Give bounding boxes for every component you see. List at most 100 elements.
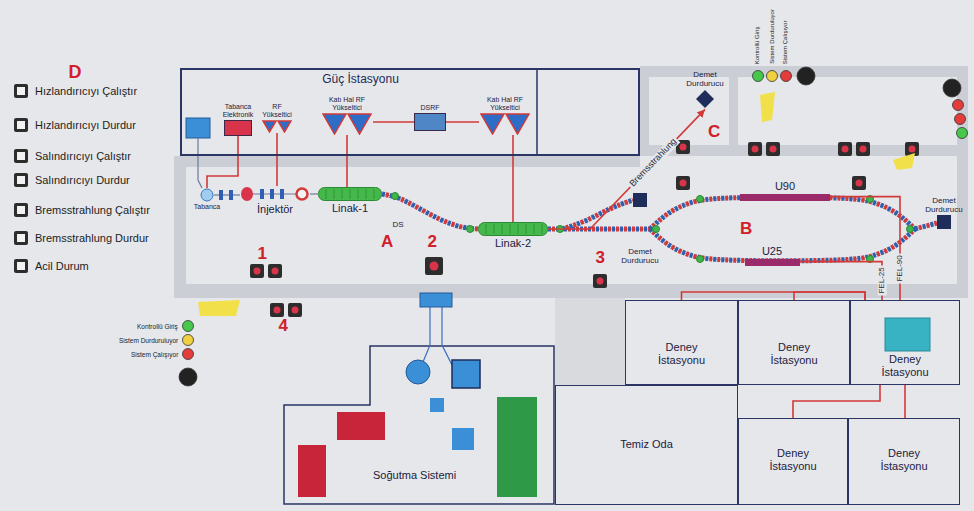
sticky-note — [893, 153, 915, 170]
connector — [793, 385, 880, 418]
edge-label: FEL-25 — [878, 266, 887, 296]
connector — [446, 121, 479, 123]
linac-cell — [350, 189, 351, 199]
pump-unit — [452, 360, 480, 388]
quadrupole — [467, 226, 474, 233]
node-text: RF Yükseltici — [257, 103, 297, 119]
station-partition — [536, 69, 538, 155]
push-button — [766, 142, 780, 156]
beam-magnet — [229, 190, 233, 200]
node-text: Linak-2 — [495, 237, 531, 250]
callout-number: 2 — [428, 232, 437, 252]
hall-wall — [174, 156, 186, 298]
node-text: Güç İstasyonu — [182, 73, 539, 87]
push-button — [748, 142, 762, 156]
dump-symbol — [937, 215, 951, 229]
dump-square — [633, 193, 647, 207]
signal-lamp — [943, 79, 961, 97]
button-label: Bremsstrahlung Durdur — [35, 232, 149, 245]
push-button-face — [17, 152, 25, 160]
beam-magnets — [915, 223, 937, 229]
beam-dump: Demet Durdurucu — [920, 196, 968, 229]
node-text: Tabanca — [194, 203, 220, 211]
lamp-label: Sistem Çalışıyor — [131, 351, 178, 358]
beam-magnets — [562, 200, 633, 229]
quadrupole — [697, 196, 704, 203]
callout-letter: C — [708, 122, 720, 142]
push-button — [14, 118, 28, 132]
push-button-face — [17, 87, 25, 95]
linac-body — [319, 188, 382, 201]
signal-lamp — [767, 71, 778, 82]
dump-symbol — [633, 193, 647, 207]
node-text: Deney İstasyonu — [647, 341, 717, 366]
amplifier-symbol — [262, 120, 292, 133]
linac-cell — [526, 224, 527, 234]
node-text: Deney İstasyonu — [869, 447, 939, 472]
node-text: Deney İstasyonu — [758, 447, 828, 472]
node-text: Linak-1 — [332, 202, 368, 215]
lamp-label: Sistem Durduruluyor — [768, 9, 775, 64]
push-button — [593, 274, 607, 288]
push-button — [14, 173, 28, 187]
push-button-face — [680, 144, 687, 151]
gun-symbol — [200, 188, 214, 202]
node-text: DSRF — [420, 104, 439, 112]
connector — [276, 133, 278, 186]
beam-magnets — [650, 197, 915, 229]
push-button-face — [17, 176, 25, 184]
amplifier-triangle — [263, 121, 276, 132]
push-button-face — [842, 146, 849, 153]
connector — [800, 262, 883, 300]
beam-pipe — [310, 193, 318, 194]
signal-lamp — [183, 349, 194, 360]
push-button-face — [680, 180, 687, 187]
amplifier-triangle — [348, 114, 371, 134]
push-button — [676, 176, 690, 190]
signal-lamp — [781, 71, 792, 82]
linac-cell — [494, 224, 495, 234]
amplifier-triangle — [323, 114, 346, 134]
button-label: Hızlandırıcıyı Durdur — [35, 119, 136, 132]
connector — [830, 197, 900, 300]
beam-pipe — [650, 197, 915, 229]
node-text: Demet Durdurucu — [680, 70, 730, 88]
button-label: Bremsstrahlung Çalıştır — [35, 204, 150, 217]
push-button-face — [17, 234, 25, 242]
station-box: Deney İstasyonu — [850, 300, 960, 385]
beam-dump: Demet Durdurucu — [680, 70, 730, 109]
push-button — [14, 231, 28, 245]
dump-square — [937, 215, 951, 229]
linac-cell — [486, 224, 487, 234]
linac-symbol — [478, 222, 548, 236]
connector — [794, 292, 865, 300]
beam-magnets — [650, 229, 915, 261]
signal-lamp — [179, 368, 197, 386]
injector-buncher — [297, 189, 308, 200]
push-button-face — [597, 278, 604, 285]
linac-cell — [366, 189, 367, 199]
injector-magnet — [270, 189, 274, 199]
hall-wall — [174, 156, 640, 167]
component-block — [415, 114, 446, 131]
gun-circle — [201, 189, 213, 201]
linac-cell — [374, 189, 375, 199]
sticky-note — [760, 92, 775, 122]
push-button — [856, 142, 870, 156]
hall-wall — [625, 284, 968, 298]
pump-unit — [452, 428, 474, 450]
push-button-face — [17, 262, 25, 270]
node-text: Katı Hal RF Yükseltici — [479, 96, 531, 112]
button-label: Salındırıcıyı Çalıştır — [35, 150, 131, 163]
callout-number: 4 — [279, 316, 288, 336]
block-symbol — [224, 120, 252, 136]
lamp-label: Sistem Çalışıyor — [782, 20, 789, 64]
node-text: Demet Durdurucu — [920, 196, 968, 214]
push-button-face — [17, 206, 25, 214]
beam-pipe — [562, 200, 633, 229]
edge-label: FEL-90 — [896, 254, 905, 284]
cooling-block — [420, 293, 452, 307]
node-text: İnjektör — [257, 203, 293, 216]
